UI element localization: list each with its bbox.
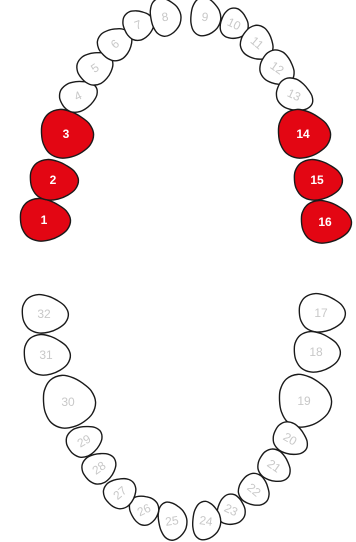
tooth-number-label: 30: [61, 395, 75, 409]
tooth-number-label: 2: [50, 173, 57, 187]
tooth-number-label: 25: [164, 513, 179, 529]
tooth-16[interactable]: 16: [301, 200, 351, 243]
tooth-32[interactable]: 32: [22, 295, 68, 334]
tooth-25[interactable]: 25: [156, 500, 189, 542]
tooth-9[interactable]: 9: [188, 0, 223, 38]
tooth-30[interactable]: 30: [43, 375, 95, 428]
tooth-14[interactable]: 14: [278, 109, 330, 158]
tooth-number-label: 19: [297, 394, 311, 408]
tooth-number-label: 18: [309, 345, 323, 359]
tooth-17[interactable]: 17: [299, 294, 345, 333]
tooth-8[interactable]: 8: [148, 0, 183, 38]
tooth-number-label: 16: [318, 215, 332, 229]
tooth-number-label: 3: [63, 127, 70, 141]
tooth-19[interactable]: 19: [279, 374, 331, 427]
tooth-number-label: 24: [198, 513, 213, 529]
tooth-31[interactable]: 31: [24, 334, 70, 375]
tooth-number-label: 1: [41, 213, 48, 227]
tooth-18[interactable]: 18: [294, 331, 340, 372]
tooth-15[interactable]: 15: [294, 159, 342, 200]
tooth-3[interactable]: 3: [41, 109, 93, 158]
tooth-number-label: 32: [37, 307, 51, 321]
tooth-number-label: 31: [39, 348, 53, 362]
tooth-1[interactable]: 1: [20, 198, 70, 241]
tooth-number-label: 15: [310, 173, 324, 187]
tooth-2[interactable]: 2: [30, 159, 78, 200]
tooth-number-label: 14: [296, 127, 310, 141]
tooth-number-label: 17: [314, 306, 328, 320]
